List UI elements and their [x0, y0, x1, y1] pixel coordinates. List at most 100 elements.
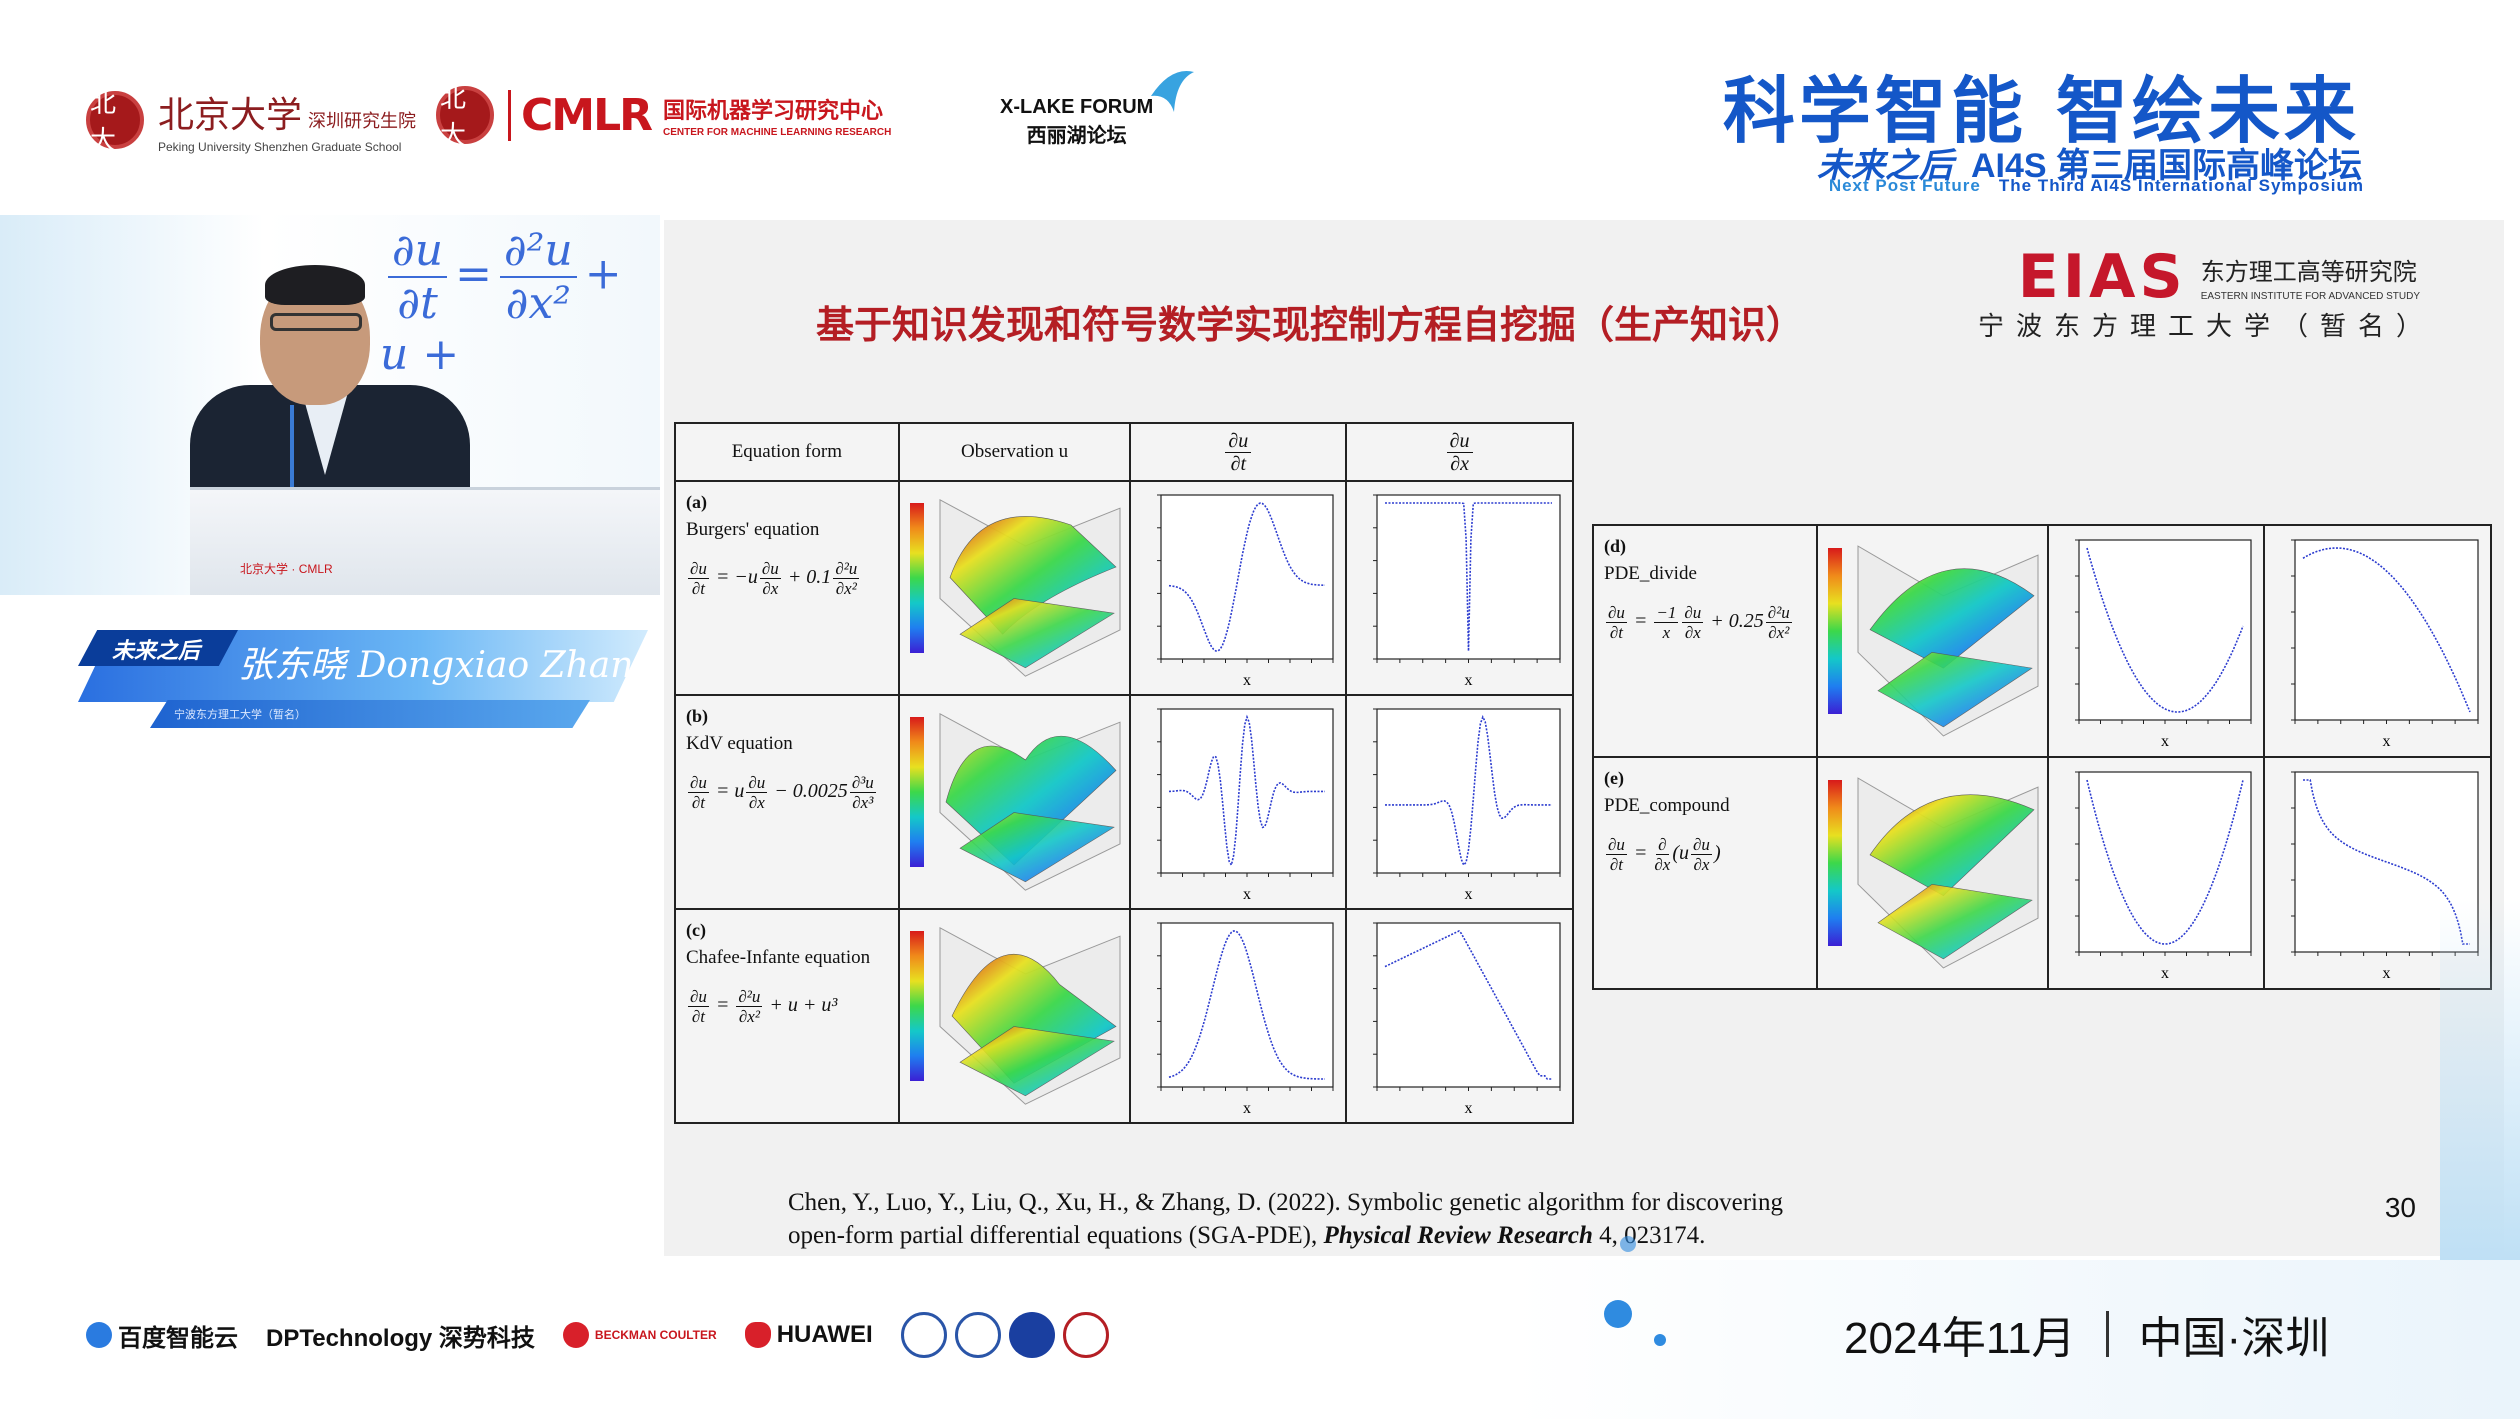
- surface-lower: [959, 598, 1115, 669]
- xlake-name-cn: 西丽湖论坛: [1026, 125, 1127, 147]
- line-plot-d-dudt: x: [2047, 524, 2266, 758]
- event-header: 北大 北京大学深圳研究生院 Peking University Shenzhen…: [0, 0, 2520, 215]
- equation-cell-b: (b) KdV equation ∂u∂t = u∂u∂x − 0.0025∂³…: [674, 694, 900, 910]
- table-row: (b) KdV equation ∂u∂t = u∂u∂x − 0.0025∂³…: [674, 694, 1574, 910]
- series-line: [1169, 930, 1326, 1080]
- plot-frame: [2294, 539, 2479, 721]
- eias-mark: EIAS: [2017, 242, 2187, 312]
- future-brand-en: Next Post Future: [1828, 176, 1981, 195]
- symposium-subtitle: 未来之后 AI4S 第三届国际高峰论坛: [1817, 138, 2362, 187]
- x-axis-label: x: [1465, 672, 1473, 689]
- event-date: 2024年11月: [1844, 1314, 2076, 1363]
- cmlr-name-cn: 国际机器学习研究中心: [663, 97, 884, 123]
- event-footer: 百度智能云 DPTechnology 深势科技 BECKMAN COULTER …: [0, 1236, 2520, 1419]
- citation: Chen, Y., Luo, Y., Liu, Q., Xu, H., & Zh…: [788, 1186, 1783, 1252]
- surface-plot-svg: [1827, 777, 2039, 969]
- plot-frame: [1160, 494, 1335, 660]
- series-line: [2302, 547, 2471, 713]
- plot-frame: [2078, 771, 2252, 953]
- cmlr-logo: 北大 CMLR 国际机器学习研究中心 CENTER FOR MACHINE LE…: [436, 84, 892, 151]
- bird-icon: [1151, 71, 1194, 112]
- speaker-banner-tag: 未来之后: [78, 630, 238, 666]
- x-axis-label: x: [1243, 886, 1251, 903]
- association-emblem-icon: [1008, 1312, 1055, 1358]
- university-name: 宁波东方理工大学（暂名）: [1977, 312, 2434, 342]
- plot-frame: [2078, 539, 2252, 721]
- series-line: [1169, 714, 1326, 868]
- line-plot-c-dudx: x: [1345, 908, 1574, 1124]
- surface-upper: [1869, 568, 2035, 669]
- xlake-logo: X-LAKE FORUM 西丽湖论坛: [1000, 96, 1153, 148]
- plot-frame: [1376, 708, 1561, 874]
- line-plot-a-dudt: x: [1129, 480, 1348, 696]
- table-row: (c) Chafee-Infante equation ∂u∂t = ∂²u∂x…: [674, 908, 1574, 1124]
- cmlr-name-en: CENTER FOR MACHINE LEARNING RESEARCH: [663, 126, 892, 138]
- society-emblem-icon: [954, 1312, 1001, 1358]
- eias-name-en: EASTERN INSTITUTE FOR ADVANCED STUDY: [2200, 291, 2420, 302]
- surface-plot-a: [897, 480, 1132, 696]
- decorative-gradient: [2440, 900, 2520, 1260]
- society-emblem-icon: [900, 1312, 947, 1358]
- table-row: (e) PDE_compound ∂u∂t = ∂∂x(u∂u∂x) x x: [1592, 756, 2492, 990]
- citation-journal: Physical Review Research: [1323, 1222, 1593, 1249]
- x-axis-label: x: [1465, 886, 1473, 903]
- series-line: [2086, 779, 2245, 945]
- huawei-flower-icon: [744, 1322, 771, 1348]
- surface-plot-c: [897, 908, 1132, 1124]
- x-axis-label: x: [2383, 733, 2391, 750]
- sponsor-logos: 百度智能云 DPTechnology 深势科技 BECKMAN COULTER …: [86, 1312, 1109, 1358]
- speaker-lanyard: [290, 405, 310, 525]
- series-line: [2086, 547, 2245, 713]
- colorbar: [909, 503, 924, 653]
- event-location: 中国·深圳: [2138, 1314, 2330, 1363]
- symposium-title: 科学智能 智绘未来: [1722, 69, 2360, 153]
- series-line: [2303, 779, 2471, 945]
- line-plot-svg: x: [1157, 922, 1335, 1117]
- sponsor-baidu: 百度智能云: [86, 1318, 238, 1353]
- sponsor-huawei: HUAWEI: [744, 1321, 873, 1349]
- header-du-dx: ∂u∂x: [1345, 422, 1574, 482]
- divider: [2105, 1311, 2109, 1357]
- line-plot-e-dudt: x: [2047, 756, 2266, 990]
- equation-cell-c: (c) Chafee-Infante equation ∂u∂t = ∂²u∂x…: [674, 908, 900, 1124]
- x-axis-label: x: [2161, 733, 2169, 750]
- line-plot-svg: x: [2075, 539, 2252, 750]
- x-axis-label: x: [1465, 1100, 1473, 1117]
- surface-plot-svg: [1827, 545, 2039, 737]
- colorbar: [1827, 548, 1842, 714]
- line-plot-svg: x: [1373, 494, 1561, 689]
- slide-title: 基于知识发现和符号数学实现控制方程自挖掘（生产知识）: [816, 305, 1805, 347]
- surface-plot-b: [897, 694, 1132, 910]
- speaker-name: 张东晓 Dongxiao Zhang: [238, 645, 657, 686]
- cmlr-mark: CMLR: [508, 89, 653, 141]
- podium-logos: 北京大学 · CMLR: [240, 562, 333, 576]
- future-brand: 未来之后: [1816, 147, 1953, 185]
- citation-line-2: open-form partial differential equations…: [788, 1222, 1706, 1249]
- plot-frame: [1160, 922, 1335, 1088]
- x-axis-label: x: [2383, 965, 2391, 982]
- line-plot-svg: x: [1157, 708, 1335, 903]
- xlake-name-en: X-LAKE FORUM: [1000, 96, 1154, 118]
- sponsor-beckman: BECKMAN COULTER: [562, 1322, 717, 1348]
- background-equation: ∂u∂t=∂²u∂x²+ u +: [380, 225, 622, 380]
- beckman-icon: [562, 1322, 589, 1348]
- eias-name-cn: 东方理工高等研究院: [2200, 259, 2417, 286]
- x-axis-label: x: [1243, 1100, 1251, 1117]
- surface-plot-e: [1815, 756, 2050, 990]
- page-number: 30: [2384, 1192, 2416, 1223]
- pku-seal-icon: 北大: [86, 89, 144, 156]
- citation-line-1: Chen, Y., Luo, Y., Liu, Q., Xu, H., & Zh…: [788, 1189, 1784, 1216]
- series-line: [1169, 502, 1326, 652]
- cloud-icon: [86, 1322, 112, 1348]
- header-observation: Observation u: [897, 422, 1132, 482]
- header-equation-form: Equation form: [674, 422, 900, 482]
- surface-plot-svg: [909, 926, 1121, 1105]
- line-plot-a-dudx: x: [1345, 480, 1574, 696]
- pku-seal-icon: 北大: [436, 84, 494, 151]
- surface-lower: [1877, 651, 2033, 728]
- speaker-hair: [265, 265, 365, 305]
- equation-table-left: Equation form Observation u ∂u∂t ∂u∂x (a…: [674, 422, 1574, 1124]
- sponsor-dptech: DPTechnology 深势科技: [266, 1324, 535, 1352]
- colorbar: [909, 717, 924, 867]
- line-plot-b-dudx: x: [1345, 694, 1574, 910]
